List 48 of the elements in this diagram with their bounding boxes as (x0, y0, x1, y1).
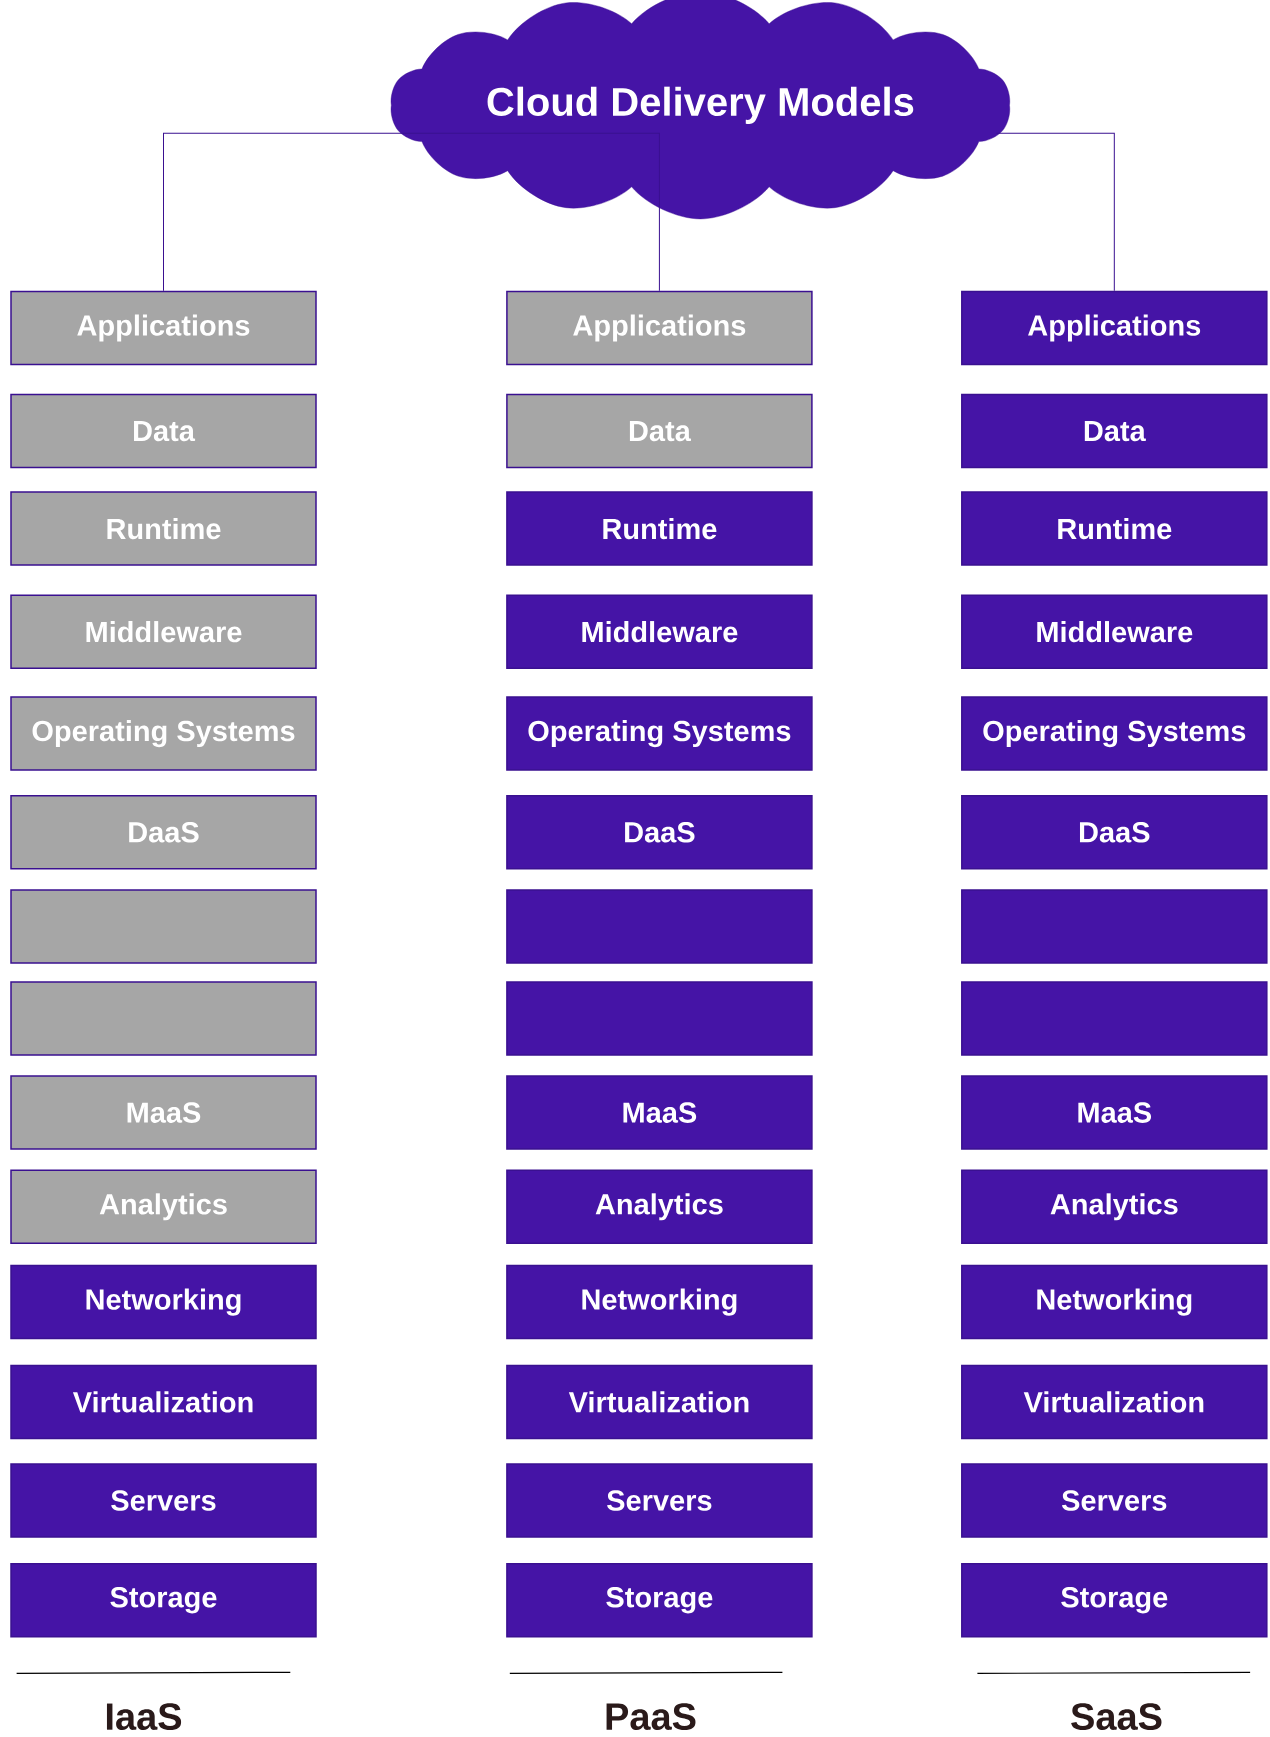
layer-box: Servers (506, 1463, 813, 1538)
layer-box: MaaS (506, 1075, 813, 1150)
layer-box: Operating Systems (506, 696, 813, 771)
layer-box: Servers (961, 1463, 1268, 1538)
layer-box: Applications (10, 290, 317, 366)
layer-box: Storage (961, 1562, 1268, 1638)
layer-box: Storage (10, 1562, 317, 1638)
connector-line (995, 132, 1115, 292)
layer-box: DaaS (10, 795, 317, 870)
column-label: PaaS (606, 1703, 696, 1731)
layer-box: Virtualization (961, 1364, 1268, 1440)
layer-box: Middleware (961, 594, 1268, 669)
layer-box: Analytics (506, 1169, 813, 1245)
layer-box: Analytics (961, 1169, 1268, 1245)
layer-box: Servers (10, 1463, 317, 1538)
layer-box: Runtime (961, 491, 1268, 566)
layer-box: Networking (10, 1264, 317, 1340)
layer-box: Middleware (10, 594, 317, 669)
layer-box: Applications (961, 290, 1268, 366)
layer-box: Networking (961, 1264, 1268, 1340)
layer-box: Runtime (506, 491, 813, 566)
layer-box: Operating Systems (961, 696, 1268, 771)
connector-line (163, 132, 405, 292)
layer-box: Data (506, 393, 813, 469)
layer-box: Applications (506, 290, 813, 366)
column-label: IaaS (106, 1703, 182, 1731)
layer-box: Data (961, 393, 1268, 469)
layer-box: Data (10, 393, 317, 469)
column-label: SaaS (1071, 1703, 1162, 1731)
layer-box: Middleware (506, 594, 813, 669)
layer-box: Virtualization (10, 1364, 317, 1440)
layer-box: DaaS (961, 795, 1268, 870)
layer-box (506, 981, 813, 1056)
layer-box: Virtualization (506, 1364, 813, 1440)
layer-box: MaaS (10, 1075, 317, 1150)
layer-box (10, 981, 317, 1056)
layer-box (10, 889, 317, 964)
layer-box: Analytics (10, 1169, 317, 1245)
connector-line (403, 132, 660, 292)
layer-box (506, 889, 813, 964)
layer-box: Storage (506, 1562, 813, 1638)
layer-box (961, 981, 1268, 1056)
layer-box (961, 889, 1268, 964)
layer-box: DaaS (506, 795, 813, 870)
layer-box: Runtime (10, 491, 317, 566)
layer-box: Operating Systems (10, 696, 317, 771)
layer-box: Networking (506, 1264, 813, 1340)
layer-box: MaaS (961, 1075, 1268, 1150)
